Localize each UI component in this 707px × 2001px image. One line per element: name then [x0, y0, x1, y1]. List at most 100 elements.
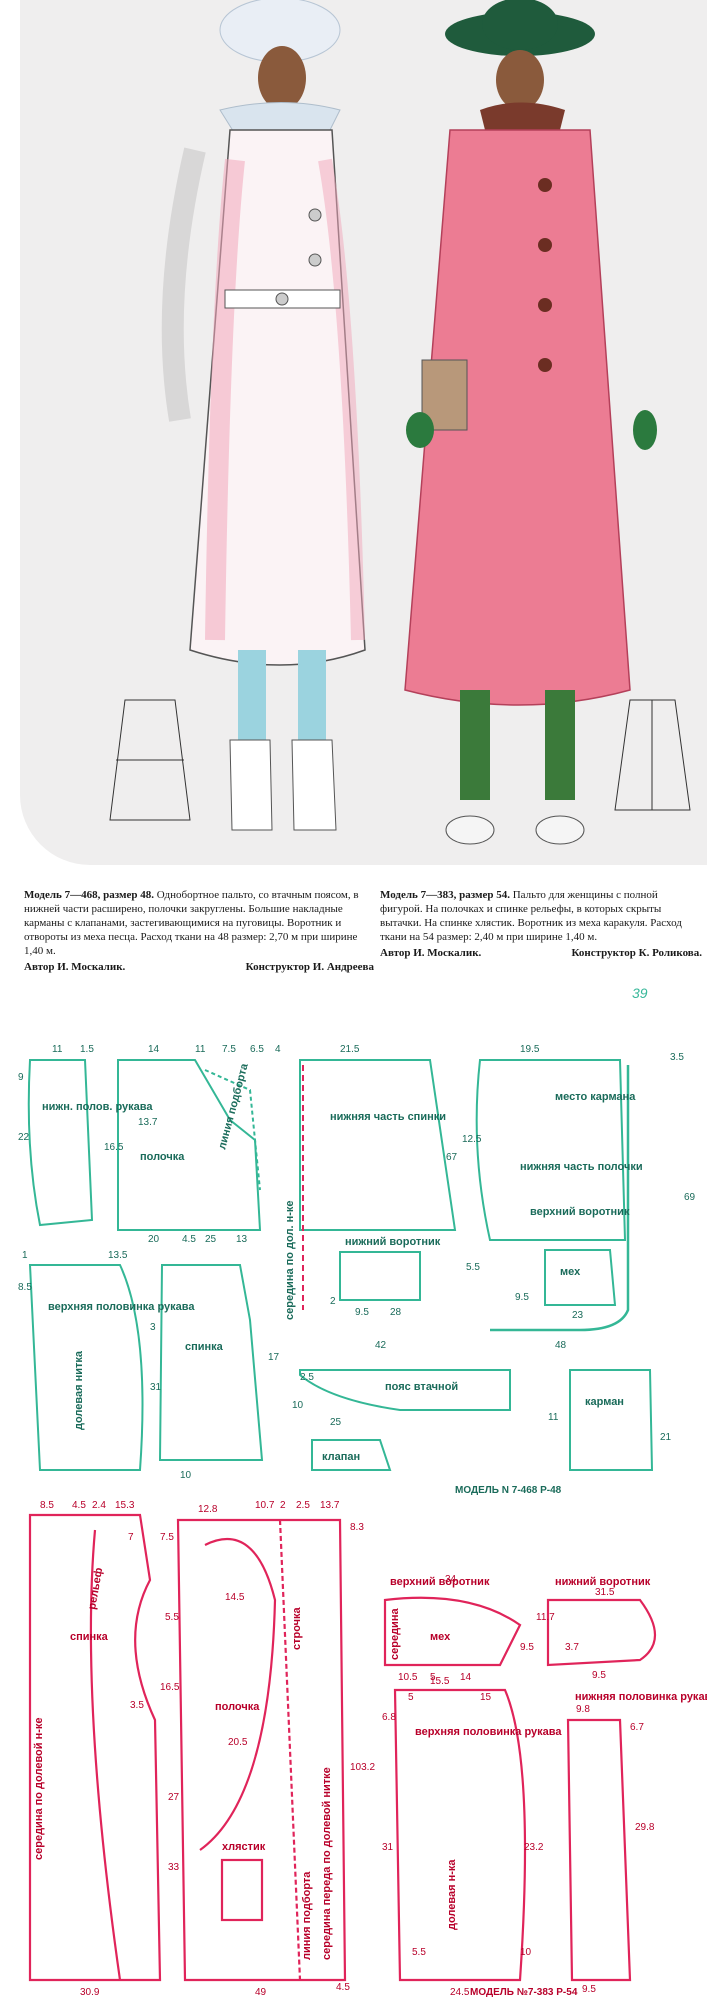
red-middle-label: середина: [389, 1608, 401, 1660]
green-sleeve-lower-label: нижн. полов. рукава: [42, 1101, 153, 1113]
red-sleeve-upper-shape: [393, 1688, 527, 1982]
red-stitch-label: строчка: [291, 1606, 303, 1650]
dimension-label: 12.8: [198, 1504, 218, 1515]
green-back-label: спинка: [185, 1341, 224, 1353]
dimension-label: 13.7: [138, 1117, 158, 1128]
caption-model-468: Модель 7—468, размер 48. Однобортное пал…: [24, 888, 374, 974]
green-lower-collar-label: нижний воротник: [345, 1236, 441, 1248]
dimension-label: 21: [660, 1432, 672, 1443]
green-shelf-lower-shape: [475, 1059, 627, 1241]
dimension-label: 15: [480, 1692, 492, 1703]
fashion-illustration: [20, 0, 707, 865]
dimension-label: 31.5: [595, 1587, 615, 1598]
green-back-lower-shape: [299, 1059, 457, 1231]
dimension-label: 13: [236, 1234, 248, 1245]
dimension-label: 67: [446, 1152, 458, 1163]
green-shelf-lower-label: нижняя часть полочки: [520, 1161, 643, 1173]
dimension-label: 14: [148, 1044, 160, 1055]
dimension-label: 1: [22, 1250, 28, 1261]
dimension-label: 14.5: [225, 1592, 245, 1603]
dimension-label: 10: [180, 1470, 192, 1481]
dimension-label: 4.5: [336, 1982, 350, 1993]
dimension-label: 17: [268, 1352, 280, 1363]
dimension-label: 31: [150, 1382, 162, 1393]
dimension-label: 21.5: [340, 1044, 360, 1055]
green-model-label: МОДЕЛЬ N 7-468 Р-48: [455, 1485, 562, 1496]
dimension-label: 48: [555, 1340, 567, 1351]
red-back-label: спинка: [70, 1631, 109, 1643]
dimension-label: 27: [168, 1792, 180, 1803]
coat-models-drawing: [109, 0, 691, 845]
green-flap-label: клапан: [322, 1451, 360, 1463]
page-number: 39: [632, 985, 648, 1001]
dimension-label: 6.8: [382, 1712, 396, 1723]
dimension-label: 29.8: [635, 1822, 655, 1833]
pink-coat-figure: [404, 0, 657, 845]
dimension-label: 8.5: [18, 1282, 32, 1293]
dimension-label: 7.5: [160, 1532, 174, 1543]
dimension-label: 2.5: [296, 1500, 310, 1511]
dimension-label: 3: [150, 1322, 156, 1333]
dimension-label: 25: [205, 1234, 217, 1245]
red-sleeve-lower-label: нижняя половинка рукава: [575, 1691, 707, 1703]
dimension-label: 3.7: [565, 1642, 579, 1653]
dimension-label: 15.5: [430, 1676, 450, 1687]
dimension-label: 13.5: [108, 1250, 128, 1261]
dimension-label: 20: [148, 1234, 160, 1245]
red-lower-collar-label: нижний воротник: [555, 1576, 651, 1588]
green-belt-label: пояс втачной: [385, 1381, 458, 1393]
red-half-belt-label: хлястик: [222, 1841, 266, 1853]
red-pattern: [28, 1513, 656, 1982]
dimension-label: 10.7: [255, 1500, 275, 1511]
dimension-label: 10.5: [398, 1672, 418, 1683]
dimension-label: 7.5: [222, 1044, 236, 1055]
green-grain-label: долевая нитка: [73, 1350, 85, 1430]
red-podbort-label: линия подборта: [301, 1871, 313, 1960]
green-pocket-label: карман: [585, 1396, 624, 1408]
dimension-label: 34: [445, 1574, 457, 1585]
dimension-label: 2.5: [300, 1372, 314, 1383]
dimension-label: 4.5: [182, 1234, 196, 1245]
green-back-shape: [158, 1264, 264, 1461]
dimension-label: 3.5: [670, 1052, 684, 1063]
dimension-label: 4: [275, 1044, 281, 1055]
green-pocket-shape: [569, 1369, 654, 1471]
dimension-label: 10: [292, 1400, 304, 1411]
red-upper-collar-label: верхний воротник: [390, 1576, 490, 1588]
caption-left-model: Модель 7—468, размер 48.: [24, 889, 154, 901]
red-back-shape: [28, 1513, 162, 1982]
dimension-label: 8.5: [40, 1500, 54, 1511]
dimension-label: 2: [280, 1500, 286, 1511]
green-fur-label: мех: [560, 1266, 581, 1278]
green-back-lower-label: нижняя часть спинки: [330, 1111, 446, 1123]
dimension-label: 12.5: [462, 1134, 482, 1145]
dimension-label: 42: [375, 1340, 387, 1351]
dimension-label: 5: [408, 1692, 414, 1703]
dimension-label: 4.5: [72, 1500, 86, 1511]
dimension-label: 23: [572, 1310, 584, 1321]
red-back-middle-label: середина по долевой н-ке: [33, 1717, 45, 1860]
dimension-label: 49: [255, 1987, 267, 1998]
green-sleeve-upper-label: верхняя половинка рукава: [48, 1301, 195, 1313]
green-belt-shape: [299, 1369, 511, 1411]
red-fur-label: мех: [430, 1631, 451, 1643]
dimension-label: 9.8: [576, 1704, 590, 1715]
dimension-label: 7: [128, 1532, 134, 1543]
dimension-label: 24.5: [450, 1987, 470, 1998]
green-upper-collar-label: верхний воротник: [530, 1206, 630, 1218]
green-sleeve-lower-shape: [27, 1059, 94, 1227]
dimension-label: 16.5: [104, 1142, 124, 1153]
dimension-label: 11: [195, 1044, 206, 1055]
dimension-label: 2.4: [92, 1500, 106, 1511]
green-labels: нижн. полов. рукава полочка линия подбор…: [42, 1061, 643, 1496]
dimension-label: 5.5: [165, 1612, 179, 1623]
dimension-label: 28: [390, 1307, 402, 1318]
red-relief-label: рельеф: [86, 1566, 105, 1610]
red-upper-collar-shape: [383, 1596, 522, 1667]
red-dimensions: 8.5 4.5 2.4 15.3 12.8 10.7 2 2.5 13.7 8.…: [40, 1500, 655, 1998]
pattern-sheet: нижн. полов. рукава полочка линия подбор…: [18, 1044, 707, 1998]
dimension-label: 10: [520, 1947, 532, 1958]
dimension-label: 13.7: [320, 1500, 340, 1511]
dimension-label: 11.7: [536, 1612, 555, 1623]
